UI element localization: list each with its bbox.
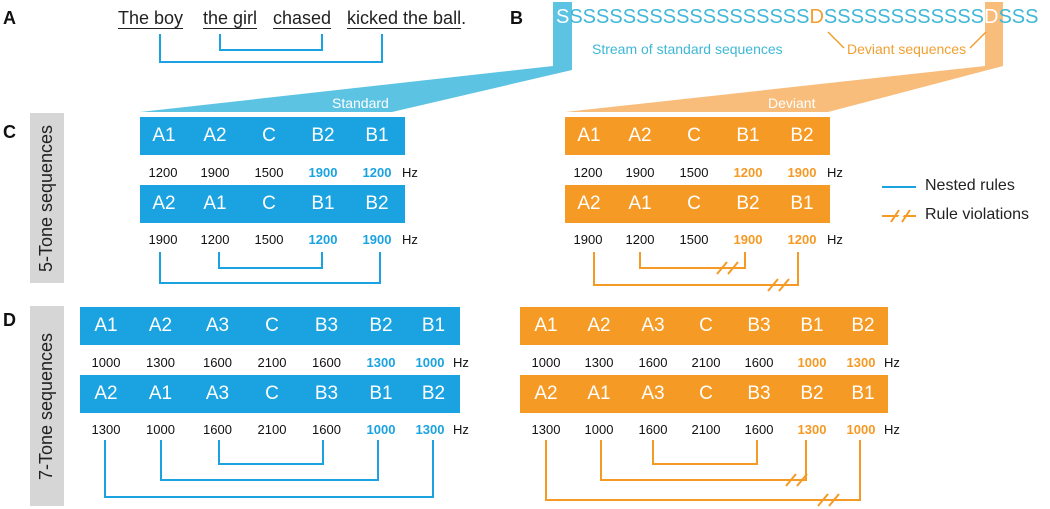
stream-deviant-1: D [809,6,824,28]
seven-deviant-freqs-1: 1000 1300 1600 2100 1600 1000 1300 Hz [531,354,900,370]
deviant-caption-pointer-2 [969,31,987,49]
sentence-word-4-wrap: kicked the ball. [347,8,466,29]
seven-violation-marks [785,473,840,507]
five-deviant-seq-1: A1 A2 C B1 B2 [565,117,830,155]
panel-label-b: B [510,8,523,28]
sentence-brackets [159,34,383,63]
sentence-word-1: The boy [118,8,184,28]
five-deviant-brackets [593,252,799,286]
tone: A1 [152,125,176,146]
five-deviant-seq-2: A2 A1 C B2 B1 [565,185,830,223]
deviant-highlight [985,2,1003,66]
panel-label-d: D [3,310,16,330]
five-standard-freqs-2: 1900 1200 1500 1200 1900 Hz [148,231,418,247]
deviant-funnel [565,66,1003,112]
seven-tone-side-label: 7-Tone sequences [30,306,64,506]
funnel-standard-label: Standard [332,95,389,111]
stream-standards-1: SSSSSSSSSSSSSSSSSS [569,6,810,28]
sentence-period: . [461,8,467,28]
five-standard-brackets [159,252,381,284]
seven-deviant-seq-1: A1 A2 A3 C B3 B1 B2 [520,307,888,345]
seven-deviant-seq-2: A2 A1 A3 C B3 B2 B1 [520,375,888,413]
legend-nested-rules: Nested rules [925,177,1015,194]
legend-violation-marks [890,209,911,223]
legend-rule-violations: Rule violations [925,206,1030,223]
five-deviant-freqs-2: 1900 1200 1500 1900 1200 Hz [573,231,843,247]
stream-deviant-2: D [984,6,999,28]
standard-highlight [553,2,572,66]
tone: C [262,125,276,146]
seven-standard-brackets [104,440,434,498]
stream-first-s: S [556,6,570,28]
deviant-caption-pointer [827,31,845,49]
funnel-deviant-label: Deviant [768,95,816,111]
panel-label-c: C [3,122,16,142]
tone: B1 [365,125,389,146]
tone: A2 [203,125,227,146]
five-standard-seq-2: A2 A1 C B1 B2 [140,185,405,223]
five-deviant-freqs-1: 1200 1900 1500 1200 1900 Hz [573,164,843,180]
legend-violation-gap [895,208,907,224]
deviant-stream-caption: Deviant sequences [847,41,967,57]
seven-standard-seq-2: A2 A1 A3 C B3 B1 B2 [80,375,460,413]
seven-standard-freqs-2: 1300 1000 1600 2100 1600 1000 1300 Hz [91,421,469,437]
sentence-word-3: chased [273,8,332,28]
stream-standards-2: SSSSSSSSSSSS [823,6,984,28]
seven-standard-freqs-1: 1000 1300 1600 2100 1600 1300 1000 Hz [91,354,469,370]
sentence-word-2: the girl [203,8,258,28]
standard-funnel [140,66,572,112]
five-violation-marks [716,261,790,292]
seven-deviant-brackets [545,440,861,501]
tone: B2 [311,125,335,146]
seven-standard-seq-1: A1 A2 A3 C B3 B2 B1 [80,307,460,345]
sentence-word-4: kicked the ball [347,8,462,28]
five-tone-side-label: 5-Tone sequences [30,113,64,283]
standard-stream-caption: Stream of standard sequences [592,41,783,57]
stream-standards-3: SSS [998,6,1039,28]
sequence-stream: SSSSSSSSSSSSSSSSSSSDSSSSSSSSSSSSDSSS [556,6,1038,29]
five-standard-seq-1: A1 A2 C B2 B1 [140,117,405,155]
five-standard-freqs-1: 1200 1900 1500 1900 1200 Hz [148,164,418,180]
seven-deviant-freqs-2: 1300 1000 1600 2100 1600 1300 1000 Hz [531,421,900,437]
panel-label-a: A [3,8,16,28]
